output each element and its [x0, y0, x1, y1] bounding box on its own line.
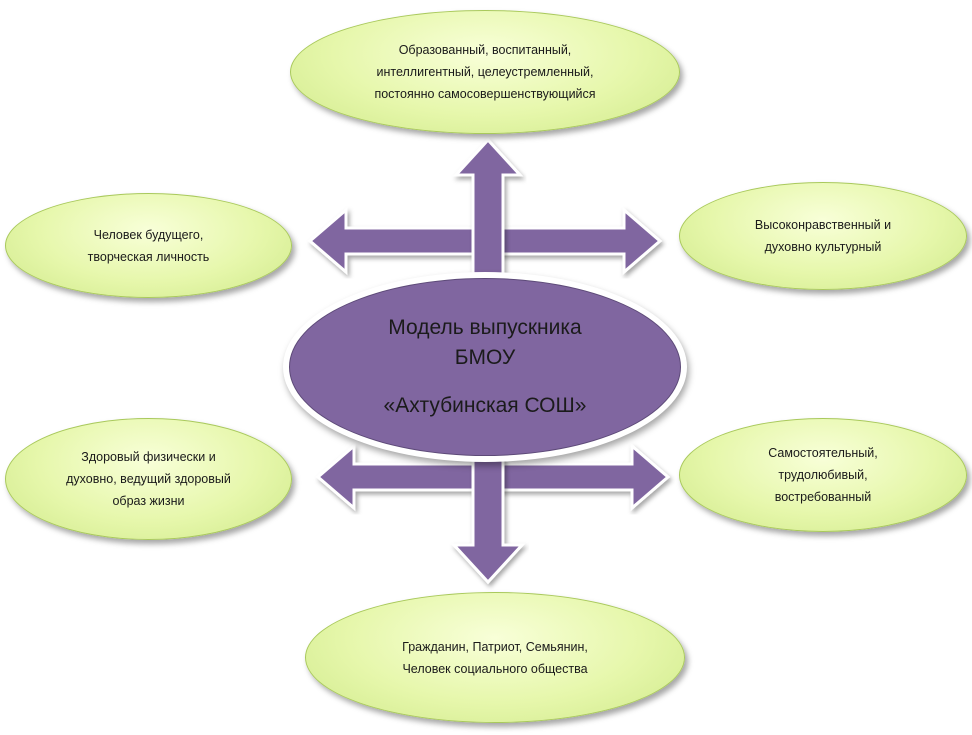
node-upper-right-label: Высоконравственный и духовно культурный [754, 218, 892, 254]
center-ellipse: Модель выпускника БМОУ «Ахтубинская СОШ» [283, 272, 687, 462]
node-upper-right: Высоконравственный и духовно культурный [679, 182, 967, 290]
node-top: Образованный, воспитанный, интеллигентны… [290, 10, 680, 134]
node-lower-right: Самостоятельный, трудолюбивый, востребов… [679, 418, 967, 532]
center-ellipse-body: Модель выпускника БМОУ «Ахтубинская СОШ» [289, 278, 681, 456]
node-upper-left: Человек будущего, творческая личность [5, 193, 292, 298]
node-lower-right-label: Самостоятельный, трудолюбивый, востребов… [768, 446, 878, 504]
node-top-label: Образованный, воспитанный, интеллигентны… [374, 43, 596, 101]
center-title-line-3: «Ахтубинская СОШ» [383, 394, 587, 417]
center-title-line-1: Модель выпускника [388, 316, 582, 339]
node-upper-left-label: Человек будущего, творческая личность [87, 227, 210, 264]
node-bottom-label: Гражданин, Патриот, Семьянин, Человек со… [402, 639, 588, 676]
center-title-line-2: БМОУ [454, 346, 516, 369]
node-lower-left-label: Здоровый физически и духовно, ведущий зд… [66, 450, 231, 508]
node-lower-left: Здоровый физически и духовно, ведущий зд… [5, 418, 292, 540]
node-bottom: Гражданин, Патриот, Семьянин, Человек со… [305, 592, 685, 723]
